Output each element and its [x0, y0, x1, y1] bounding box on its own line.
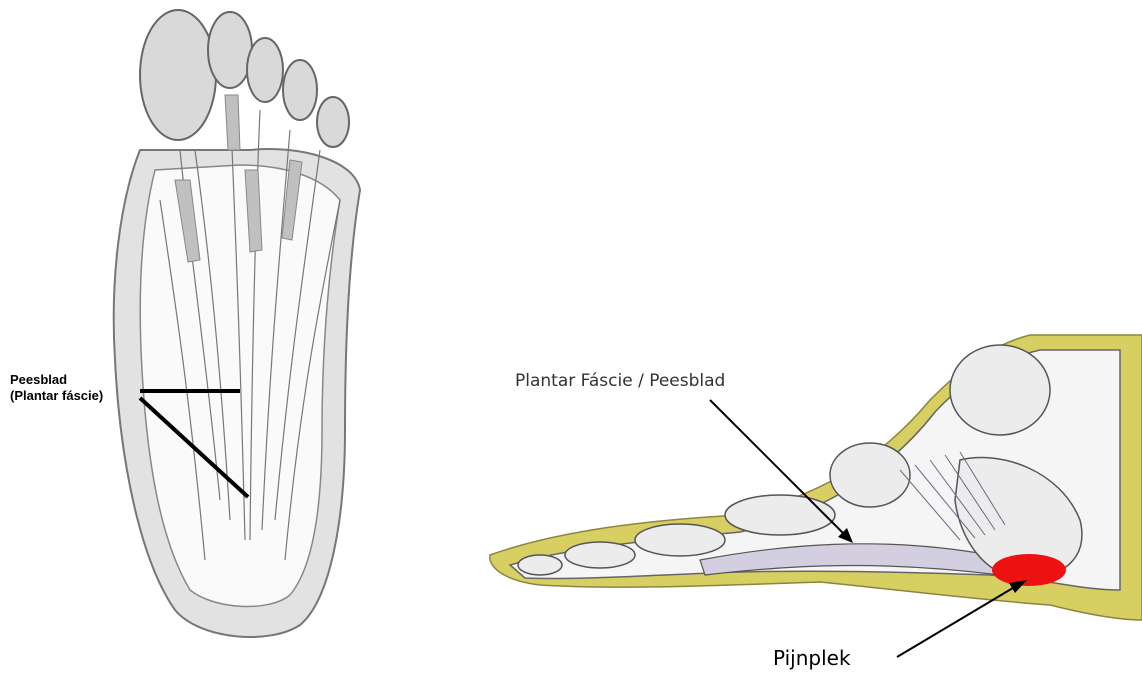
toe-5 [317, 97, 349, 147]
plantar-fascie-peesblad-label: Plantar Fáscie / Peesblad [515, 371, 725, 391]
peesblad-label: Peesblad [10, 372, 67, 387]
toe-2 [208, 12, 252, 88]
pain-spot-label: Pijnplek [773, 646, 851, 670]
toe-3 [247, 38, 283, 102]
plantar-fascie-label: (Plantar fáscie) [10, 388, 103, 403]
big-toe [140, 10, 216, 140]
plantar-foot-illustration [114, 10, 360, 637]
toe-4 [283, 60, 317, 120]
pain-spot [992, 554, 1066, 586]
